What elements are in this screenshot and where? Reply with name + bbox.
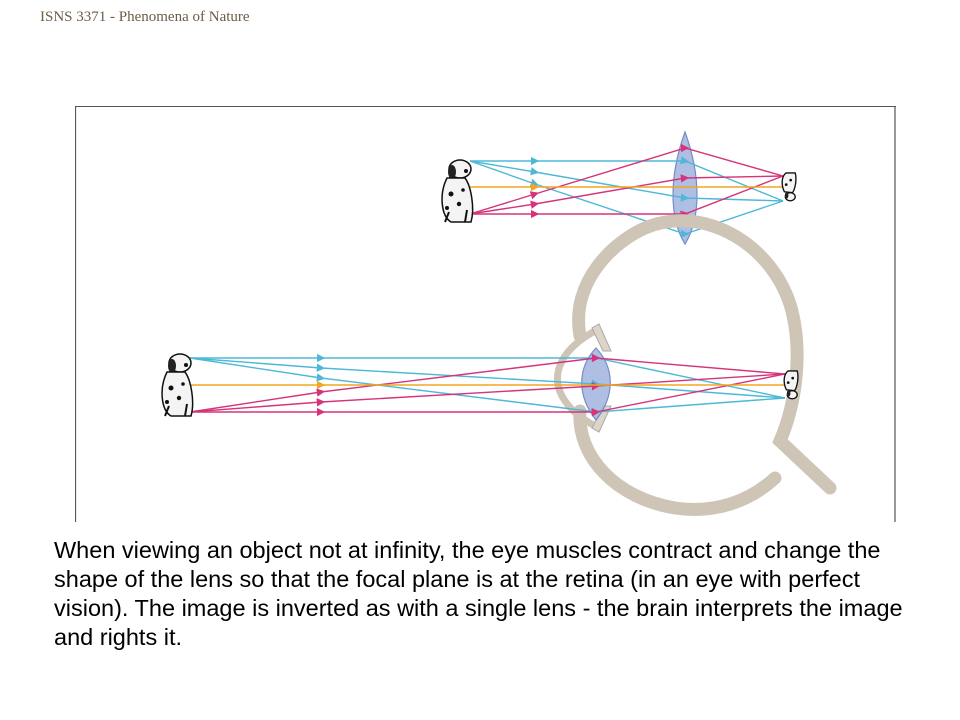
dog-object-icon [441,159,474,223]
eye-dog-object-icon [161,353,194,417]
eye-panel [161,214,837,516]
ciliary-muscle-top [591,323,612,352]
bottom-point-rays [469,143,784,219]
slide-caption: When viewing an object not at infinity, … [54,537,903,650]
lens-eye-diagram [75,106,896,522]
slide-header: ISNS 3371 - Phenomena of Nature [40,9,250,25]
top-point-rays [469,156,784,239]
single-lens-panel [441,130,797,246]
eye-bottom-point-rays [189,353,786,417]
eyeball-lower [573,404,782,516]
dog-image-icon [781,172,797,202]
eye-dog-image-icon [783,370,799,400]
eyeball [572,214,837,495]
